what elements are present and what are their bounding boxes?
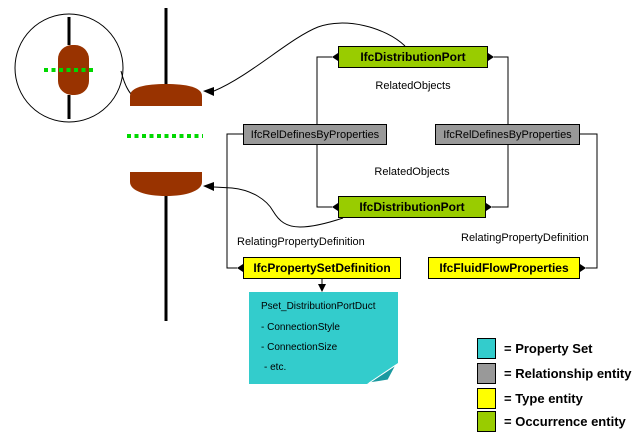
legend-row-property-set: = Property Set xyxy=(477,338,593,359)
legend-label-relationship-entity: = Relationship entity xyxy=(504,366,632,381)
arrowhead-note xyxy=(318,284,326,292)
note-item: - ConnectionStyle xyxy=(261,322,340,333)
legend-label-type-entity: = Type entity xyxy=(504,391,583,406)
edge-label-relating-property-definition-right: RelatingPropertyDefinition xyxy=(461,232,589,244)
curve-portbottom-pointer xyxy=(213,186,344,228)
port-capsule-shape xyxy=(58,45,89,95)
arrowhead-portbottom xyxy=(203,182,214,191)
edge-label-related-objects-top: RelatedObjects xyxy=(375,80,451,92)
legend-swatch-type-entity xyxy=(477,388,496,409)
note-title: Pset_DistributionPortDuct xyxy=(261,301,376,312)
connector-relright-fluidflow xyxy=(580,133,598,269)
legend-swatch-occurrence-entity xyxy=(477,411,496,432)
property-set-note: Pset_DistributionPortDuct - ConnectionSt… xyxy=(249,292,398,384)
legend-label-occurrence-entity: = Occurrence entity xyxy=(504,414,626,429)
connector-relright-portbottom xyxy=(492,145,509,208)
box-ifc-rel-defines-by-properties-right: IfcRelDefinesByProperties xyxy=(435,124,580,145)
box-ifc-rel-defines-by-properties-left: IfcRelDefinesByProperties xyxy=(243,124,387,145)
legend-row-occurrence-entity: = Occurrence entity xyxy=(477,411,626,432)
box-ifc-fluid-flow-properties: IfcFluidFlowProperties xyxy=(428,257,580,279)
legend-row-relationship-entity: = Relationship entity xyxy=(477,363,632,384)
note-item: - ConnectionSize xyxy=(261,342,338,353)
box-ifc-property-set-definition: IfcPropertySetDefinition xyxy=(243,257,401,279)
note-item: - etc. xyxy=(264,362,287,373)
magnifier-circle xyxy=(14,13,124,123)
connector-relleft-psetdef xyxy=(226,133,243,269)
edge-label-related-objects-bottom: RelatedObjects xyxy=(374,166,450,178)
magnifier-callout-line xyxy=(120,70,132,95)
arrowhead-porttop xyxy=(203,87,214,96)
box-ifc-distribution-port-top: IfcDistributionPort xyxy=(338,46,488,68)
port-shape-top xyxy=(130,84,202,106)
box-ifc-distribution-port-bottom: IfcDistributionPort xyxy=(338,196,486,218)
connector-porttop-relright xyxy=(494,56,509,124)
edge-label-relating-property-definition-left: RelatingPropertyDefinition xyxy=(237,236,365,248)
legend-swatch-relationship-entity xyxy=(477,363,496,384)
note-folded-corner xyxy=(367,363,398,384)
legend-row-type-entity: = Type entity xyxy=(477,388,583,409)
note-fold-flap xyxy=(368,364,397,384)
curve-porttop-pointer xyxy=(213,22,406,92)
connector-porttop-relleft xyxy=(316,56,332,124)
port-shape-bottom xyxy=(130,172,202,196)
legend-swatch-property-set xyxy=(477,338,496,359)
connector-relleft-portbottom xyxy=(316,145,332,208)
legend-label-property-set: = Property Set xyxy=(504,341,593,356)
